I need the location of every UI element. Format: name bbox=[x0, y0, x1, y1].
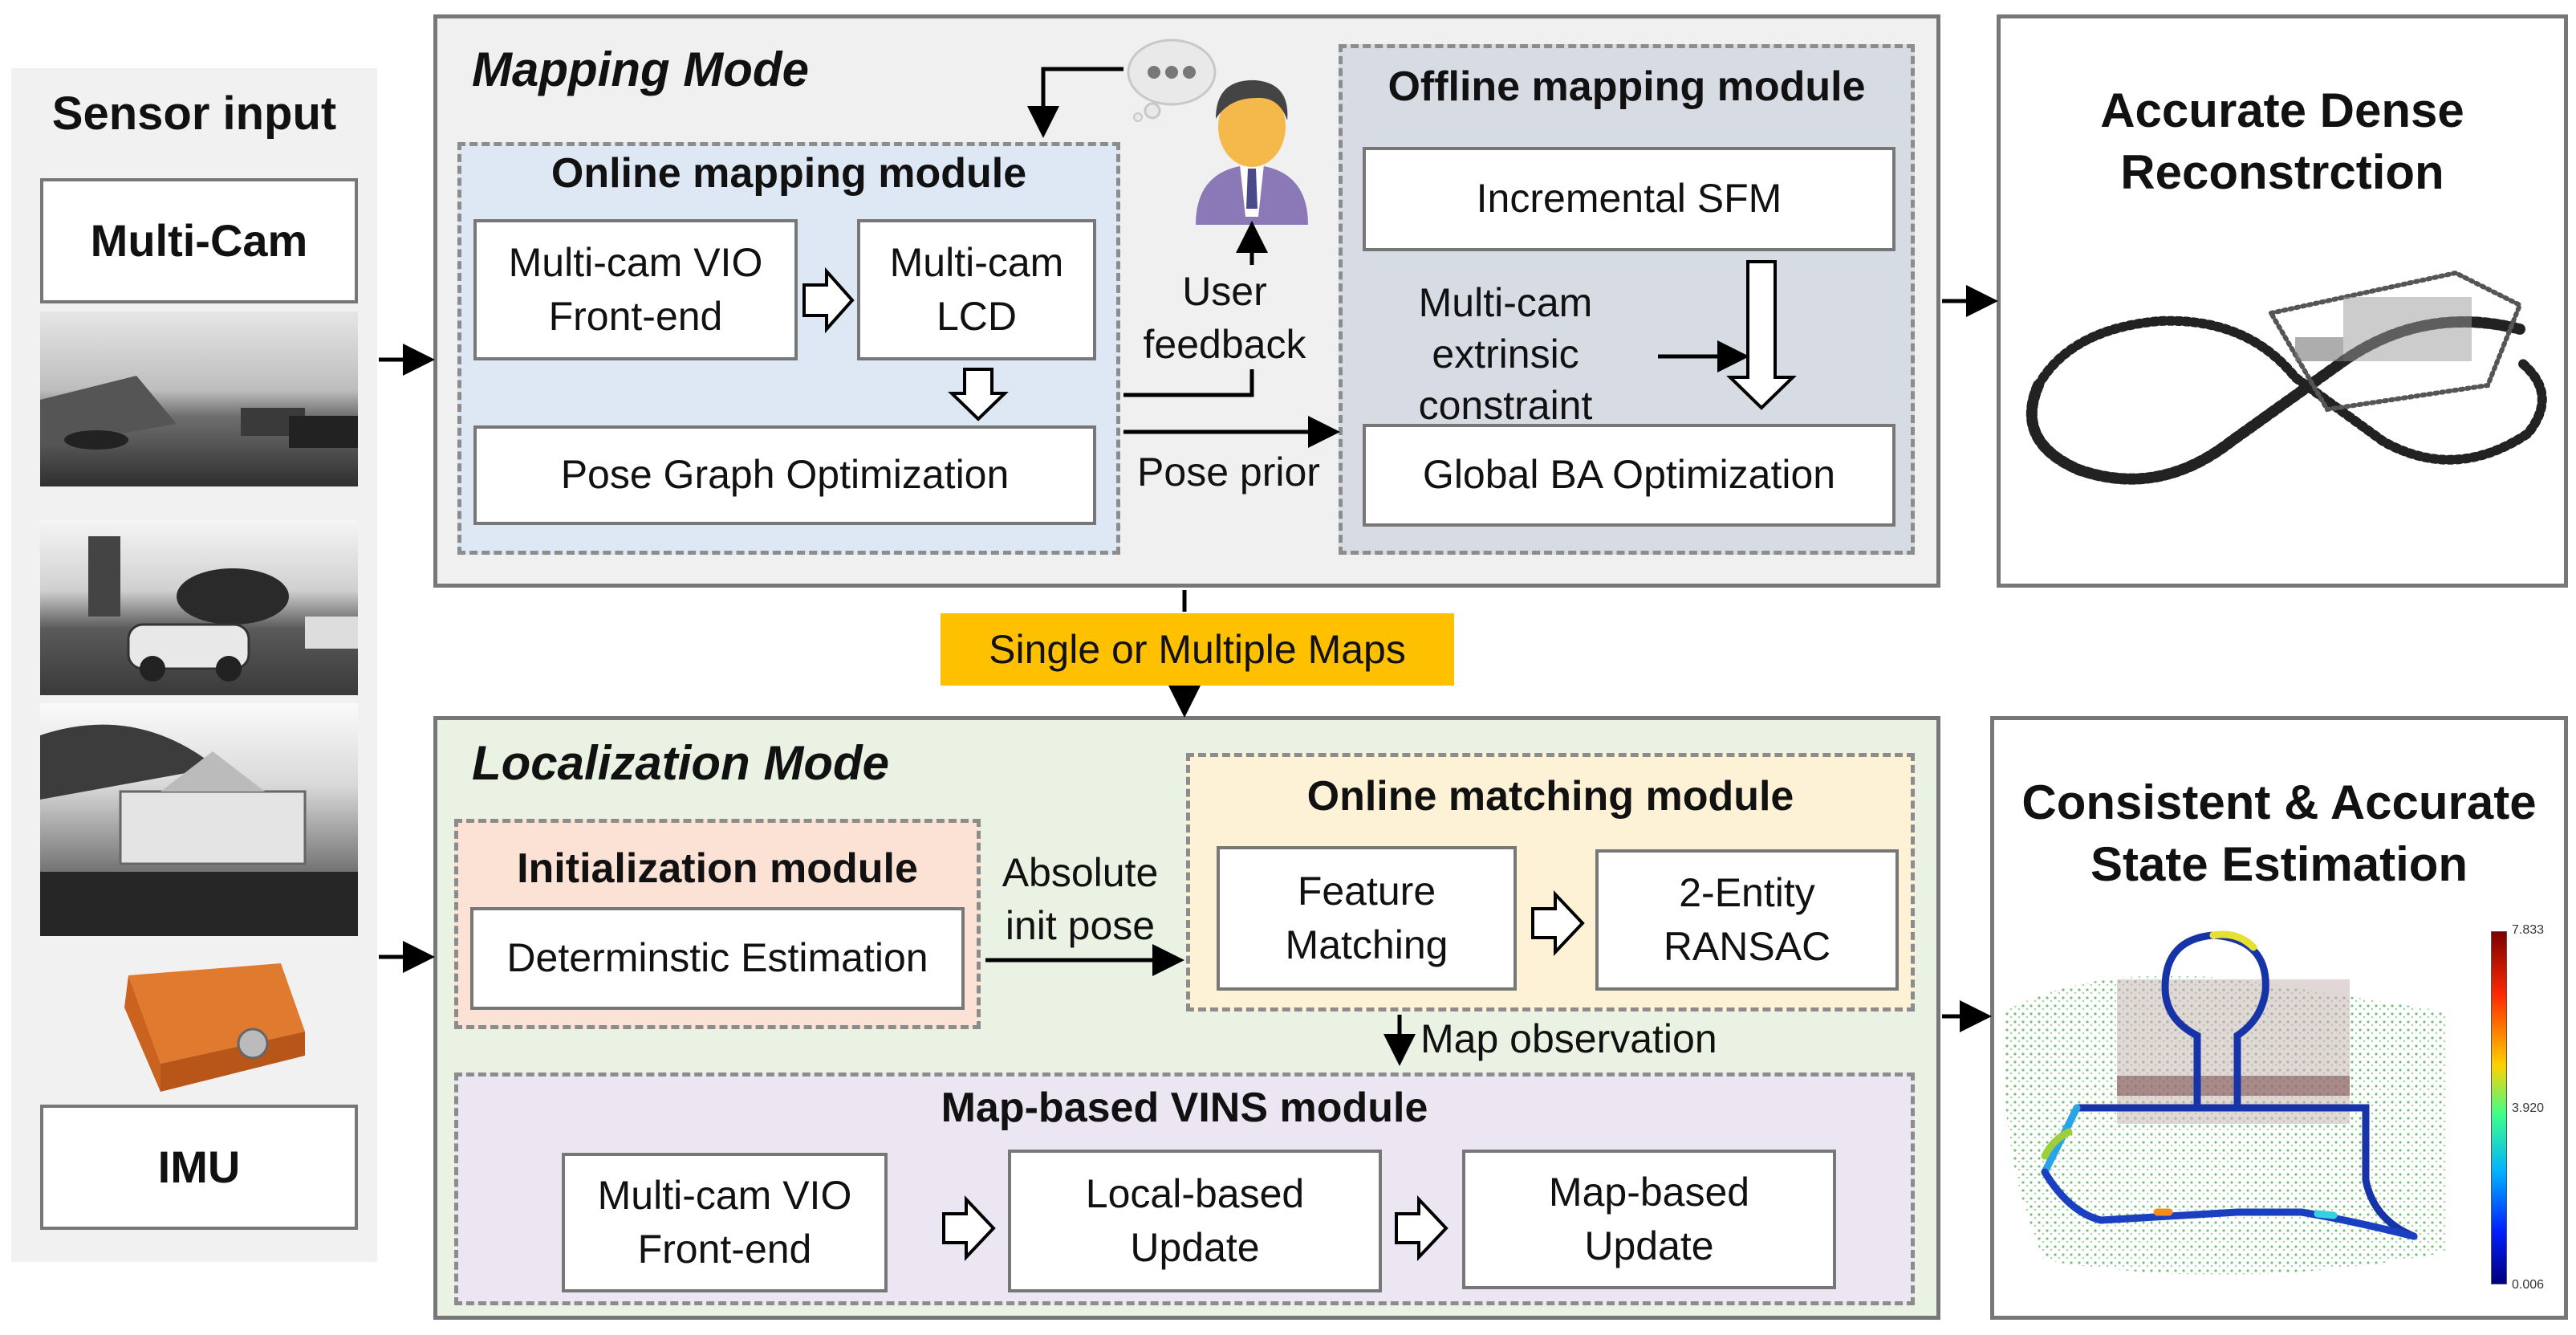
hollow-arrow-vio-to-local bbox=[942, 1195, 996, 1262]
maps-label: Single or Multiple Maps bbox=[941, 613, 1454, 686]
multicam-label-box: Multi-Cam bbox=[40, 178, 358, 303]
imu-device-graphic bbox=[124, 963, 305, 1092]
mapping-mode-title: Mapping Mode bbox=[472, 43, 809, 96]
hollow-arrow-local-to-map bbox=[1395, 1195, 1448, 1262]
online-matching-module-title: Online matching module bbox=[1306, 773, 1794, 820]
maps-label-text: Single or Multiple Maps bbox=[989, 627, 1406, 672]
hollow-arrow-feature-to-ransac bbox=[1531, 889, 1585, 957]
deterministic-estimation-box: Determinstic Estimation bbox=[470, 907, 965, 1010]
hollow-arrow-sfm-to-ba bbox=[1726, 260, 1797, 410]
colorbar-mid-label: 3.920 bbox=[2512, 1101, 2545, 1115]
global-ba-optimization-box: Global BA Optimization bbox=[1363, 424, 1895, 527]
thought-bubble-icon bbox=[1122, 34, 1218, 122]
user-avatar-icon bbox=[1180, 56, 1324, 225]
colorbar-min-label: 0.006 bbox=[2512, 1278, 2545, 1292]
dense-reconstruction-image bbox=[2006, 241, 2560, 514]
hollow-arrow-lcd-to-pgo bbox=[948, 368, 1009, 421]
street-scene-graphic bbox=[40, 376, 358, 450]
imu-label-box: IMU bbox=[40, 1105, 358, 1230]
arrow-user-to-online-module bbox=[1027, 67, 1123, 138]
camera-image-3 bbox=[40, 703, 358, 936]
offline-mapping-module-title: Offline mapping module bbox=[1388, 63, 1866, 110]
localization-mode-title: Localization Mode bbox=[472, 736, 890, 790]
camera-image-2 bbox=[40, 520, 358, 695]
feature-matching-box: Feature Matching bbox=[1217, 846, 1517, 991]
hollow-arrow-vio-to-lcd bbox=[802, 267, 855, 334]
initialization-module-title: Initialization module bbox=[517, 845, 918, 892]
connector-to-feedback bbox=[1123, 369, 1254, 397]
user-feedback-label: User feedback bbox=[1143, 269, 1306, 367]
colorbar bbox=[2491, 931, 2507, 1284]
trajectory-map-image bbox=[1997, 915, 2478, 1309]
colorbar-max-label: 7.833 bbox=[2512, 923, 2545, 937]
sensor-input-title: Sensor input bbox=[51, 88, 337, 140]
camera-image-1 bbox=[40, 311, 358, 486]
reconstruction-panel bbox=[1997, 14, 2568, 588]
incremental-sfm-box: Incremental SFM bbox=[1363, 147, 1895, 251]
mapping-vio-frontend-box: Multi-cam VIO Front-end bbox=[473, 219, 798, 360]
absolute-init-pose-label: Absolute init pose bbox=[1002, 850, 1159, 948]
state-estimation-title: Consistent & Accurate State Estimation bbox=[2021, 775, 2537, 891]
map-observation-label: Map observation bbox=[1420, 1016, 1717, 1061]
map-based-vins-module-title: Map-based VINS module bbox=[941, 1085, 1428, 1131]
ransac-box: 2-Entity RANSAC bbox=[1595, 849, 1899, 991]
extrinsic-constraint-label: Multi-cam extrinsic constraint bbox=[1418, 280, 1593, 428]
mapping-lcd-box: Multi-cam LCD bbox=[857, 219, 1096, 360]
pose-graph-optimization-box: Pose Graph Optimization bbox=[473, 425, 1096, 525]
reconstruction-title: Accurate Dense Reconstrction bbox=[2100, 83, 2464, 199]
map-based-update-box: Map-based Update bbox=[1462, 1150, 1836, 1289]
vins-vio-frontend-box: Multi-cam VIO Front-end bbox=[562, 1153, 888, 1292]
parking-scene-graphic bbox=[88, 536, 358, 682]
building-scene-graphic bbox=[40, 724, 358, 936]
pose-prior-label: Pose prior bbox=[1137, 450, 1320, 495]
imu-device-image bbox=[40, 943, 358, 1104]
local-based-update-box: Local-based Update bbox=[1008, 1150, 1382, 1292]
online-mapping-module-title: Online mapping module bbox=[551, 150, 1027, 197]
